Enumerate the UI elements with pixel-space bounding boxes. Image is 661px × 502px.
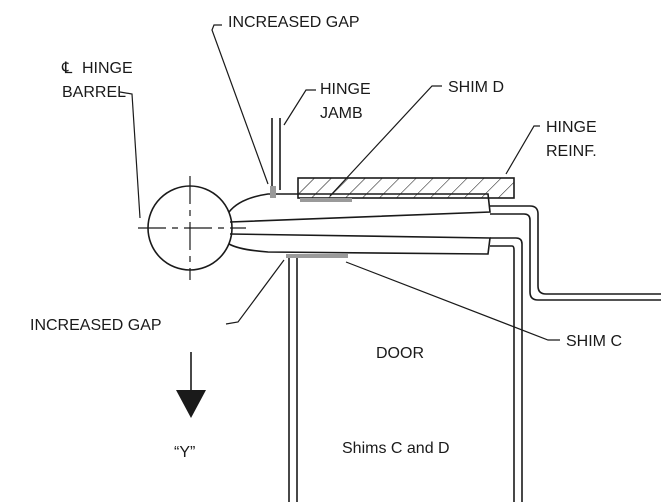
shim-c-label: SHIM C <box>566 333 622 350</box>
caption-label: Shims C and D <box>342 440 450 457</box>
increased-gap-bottom-label: INCREASED GAP <box>30 317 162 334</box>
door-body <box>288 254 298 502</box>
hinge-barrel-label-line1: HINGE <box>82 60 133 77</box>
hinge-barrel <box>138 176 246 280</box>
increased-gap-marker-top <box>270 186 276 198</box>
view-y-label: “Y” <box>174 444 195 461</box>
hinge-jamb-label-line1: HINGE <box>320 81 371 98</box>
leader-lines <box>119 24 560 341</box>
hinge-jamb-label-line2: JAMB <box>320 105 363 122</box>
centerline-symbol: ℄ <box>61 60 73 77</box>
hinge-barrel-label-line2: BARREL <box>62 84 126 101</box>
hinge-reinf-label-line1: HINGE <box>546 119 597 136</box>
door-label: DOOR <box>376 345 424 362</box>
increased-gap-top-label: INCREASED GAP <box>228 14 360 31</box>
hinge-leaves <box>228 193 491 255</box>
hinge-jamb <box>271 118 281 190</box>
view-y-arrow <box>176 352 206 418</box>
door-frame <box>490 205 661 502</box>
hinge-reinforcement <box>297 177 515 199</box>
hinge-reinf-label-line2: REINF. <box>546 143 597 160</box>
shim-d-label: SHIM D <box>448 79 504 96</box>
